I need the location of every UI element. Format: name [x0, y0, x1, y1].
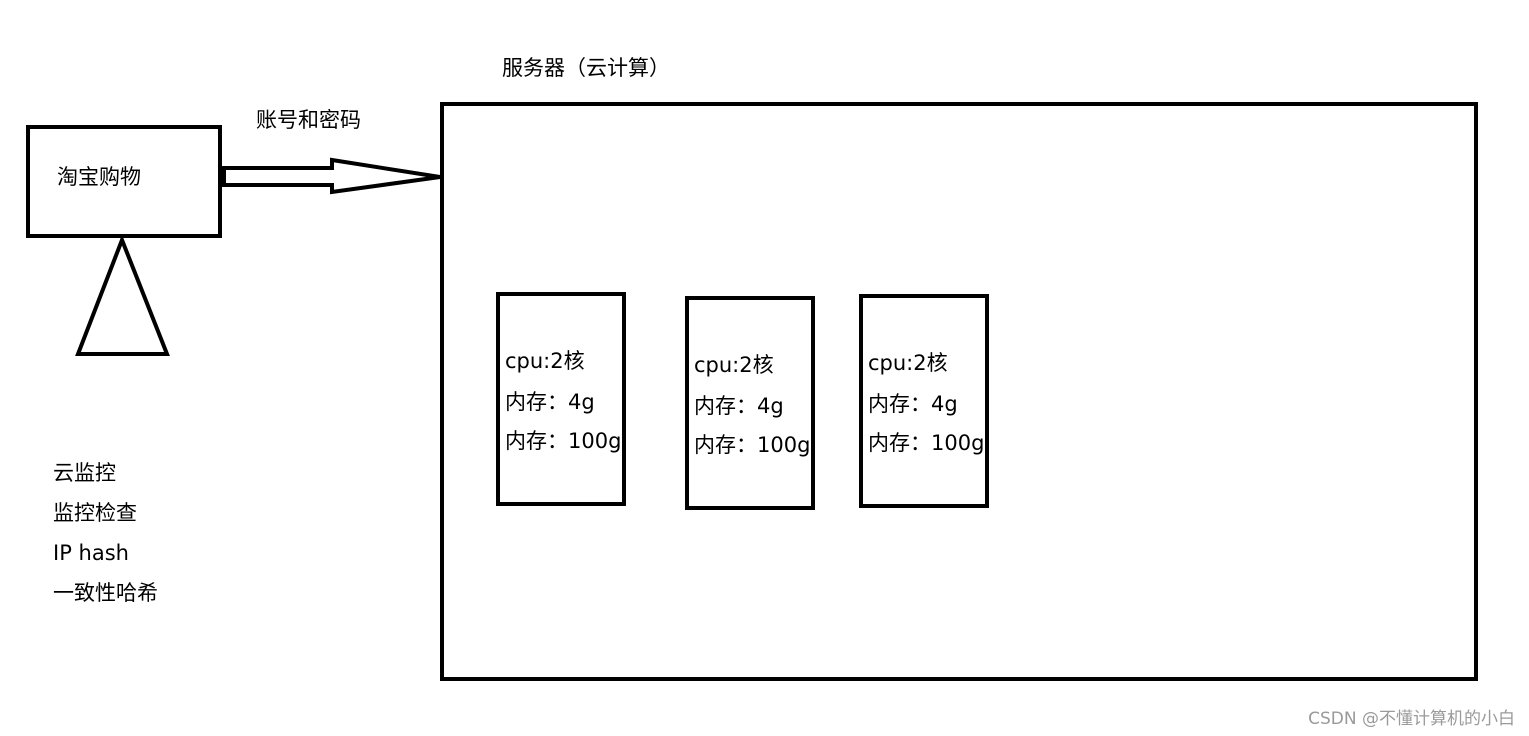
instance-box: cpu:2核 内存：4g 内存：100g — [685, 296, 815, 510]
instance-cpu: cpu:2核 — [505, 349, 585, 373]
instance-disk: 内存：100g — [868, 431, 985, 455]
instance-memory: 内存：4g — [868, 392, 958, 416]
instance-cpu: cpu:2核 — [868, 351, 948, 375]
client-box: 淘宝购物 — [26, 125, 222, 238]
arrow-shape — [222, 157, 441, 195]
note-item: 云监控 — [53, 461, 116, 485]
watermark: CSDN @不懂计算机的小白 — [1308, 709, 1515, 729]
server-title: 服务器（云计算） — [502, 56, 670, 80]
instance-cpu: cpu:2核 — [694, 353, 774, 377]
note-item: 监控检查 — [53, 501, 137, 525]
instance-box: cpu:2核 内存：4g 内存：100g — [496, 292, 626, 506]
note-item: IP hash — [53, 541, 129, 565]
instance-memory: 内存：4g — [694, 394, 784, 418]
instance-disk: 内存：100g — [505, 429, 622, 453]
client-label: 淘宝购物 — [57, 165, 141, 189]
instance-memory: 内存：4g — [505, 390, 595, 414]
notes-list: 云监控 监控检查 IP hash 一致性哈希 — [53, 453, 158, 613]
server-box — [440, 102, 1478, 681]
instance-disk: 内存：100g — [694, 433, 811, 457]
triangle-shape — [75, 234, 170, 356]
arrow-label: 账号和密码 — [256, 108, 361, 132]
note-item: 一致性哈希 — [53, 581, 158, 605]
instance-box: cpu:2核 内存：4g 内存：100g — [859, 294, 989, 508]
